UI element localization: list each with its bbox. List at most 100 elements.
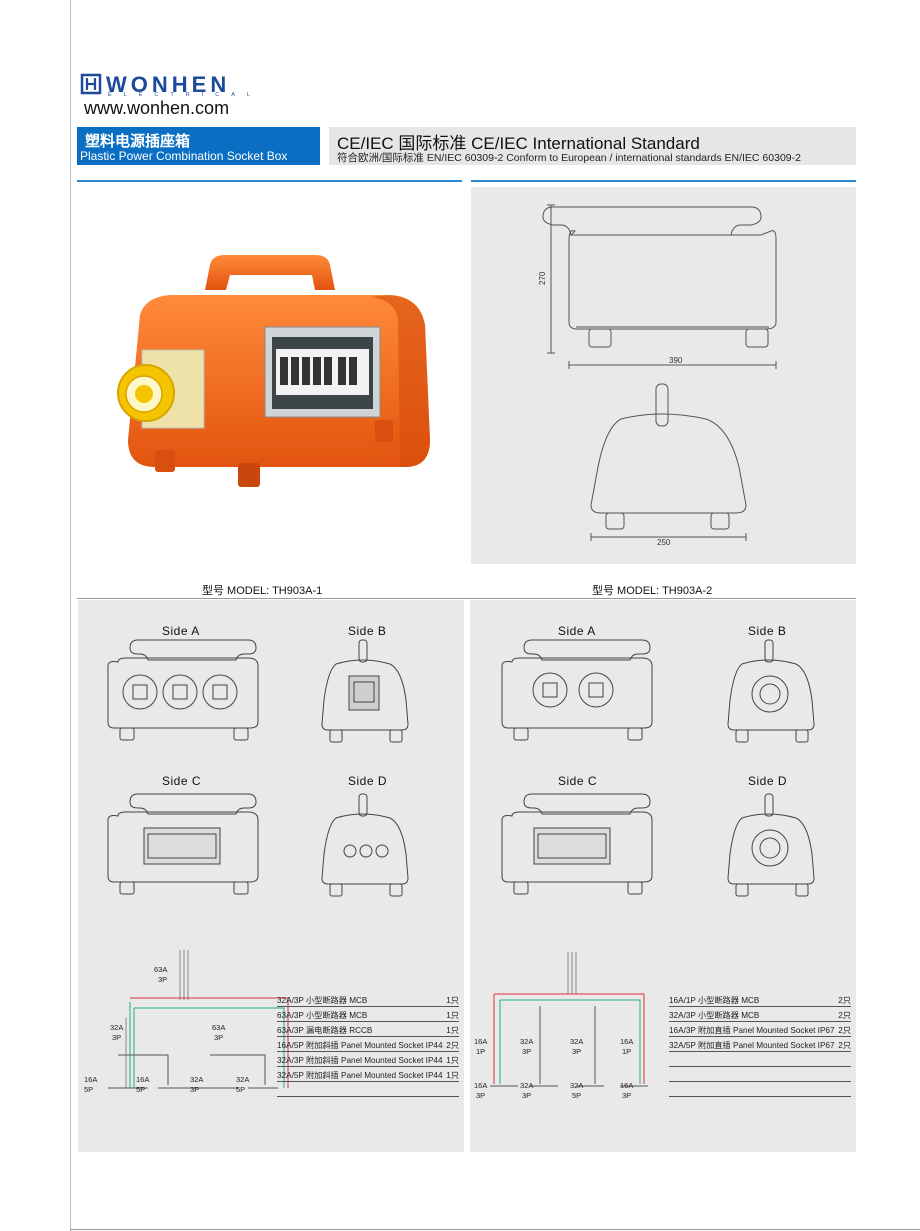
m1-label-3p: 3P [112,1033,121,1042]
m2-label-1p: 1P [622,1047,631,1056]
dim-depth: 250 [657,538,671,547]
side-d-label: Side D [348,774,388,788]
standard-main: CE/IEC 国际标准 CE/IEC International Standar… [337,134,700,153]
m2-label-16a: 16A [620,1081,633,1090]
model-2-spec-table: 16A/1P 小型断路器 MCB 2只 32A/3P 小型断路器 MCB 2只 16… [669,991,851,1103]
brand-logo: WONHEN [80,72,260,98]
spec-name: 16A/1P 小型断路器 MCB [669,996,760,1005]
spec-qty: 1只 [446,1071,459,1080]
m2-label-16a: 16A [474,1037,487,1046]
spec-qty: 2只 [446,1041,459,1050]
spec-qty: 2只 [838,996,851,1005]
m2-label-32a: 32A [520,1081,533,1090]
m1-label-3p: 3P [158,975,167,984]
m2-label-3p: 3P [622,1091,631,1100]
m2-label-32a: 32A [520,1037,533,1046]
dim-height: 270 [538,271,547,285]
side-a-label: Side A [162,624,200,638]
m2-label-3p: 3P [522,1091,531,1100]
product-photo [100,245,440,495]
m1-label-32a: 32A [190,1075,203,1084]
m1-label-16a: 16A [84,1075,97,1084]
page-bottom-rule [70,1229,920,1230]
spec-qty: 1只 [446,1026,459,1035]
side-b-label: Side B [348,624,387,638]
m2-label-3p: 3P [572,1047,581,1056]
spec-qty: 1只 [446,1011,459,1020]
m1-label-5p: 5P [136,1085,145,1094]
spec-name: 63A/3P 小型断路器 MCB [277,1011,368,1020]
dimension-drawing-panel: 270 390 250 [471,187,856,564]
spec-row [669,1066,851,1082]
spec-qty: 2只 [838,1041,851,1050]
m2-label-32a: 32A [570,1037,583,1046]
spec-row [669,1051,851,1067]
section-divider [77,180,462,182]
spec-name: 32A/3P 小型断路器 MCB [277,996,368,1005]
m1-label-32a: 32A [110,1023,123,1032]
spec-row [669,1081,851,1097]
logo-wordmark: WONHEN [106,72,230,97]
m2-label-3p: 3P [522,1047,531,1056]
m1-label-63a: 63A [212,1023,225,1032]
spec-name: 16A/5P 附加斜插 Panel Mounted Socket IP44 [277,1041,443,1050]
side-b-label: Side B [748,624,787,638]
m2-label-16a: 16A [474,1081,487,1090]
spec-qty: 2只 [838,1026,851,1035]
m2-label-3p: 3P [476,1091,485,1100]
standard-sub: 符合欧洲/国际标准 EN/IEC 60309-2 Conform to Euro… [337,152,801,164]
spec-name: 32A/3P 附加斜插 Panel Mounted Socket IP44 [277,1056,443,1065]
model-1-panel: Side A Side B Side C Side D [78,600,464,1152]
title-cn: 塑料电源插座箱 [85,133,191,150]
spec-row: 63A/3P 小型断路器 MCB 1只 [277,1006,459,1022]
m2-label-16a: 16A [620,1037,633,1046]
spec-name: 16A/3P 附加直插 Panel Mounted Socket IP67 [669,1026,835,1035]
m1-label-3p: 3P [190,1085,199,1094]
m2-label-32a: 32A [570,1081,583,1090]
standard-box: CE/IEC 国际标准 CE/IEC International Standar… [329,127,856,165]
logo-mark-icon: WONHEN [80,72,230,97]
spec-row: 32A/3P 小型断路器 MCB 1只 [277,991,459,1007]
spec-qty: 1只 [446,996,459,1005]
m2-label-1p: 1P [476,1047,485,1056]
title-en: Plastic Power Combination Socket Box [80,149,288,163]
page-left-rule [70,0,71,1231]
spec-name: 32A/3P 小型断路器 MCB [669,1011,760,1020]
spec-row: 16A/1P 小型断路器 MCB 2只 [669,991,851,1007]
dim-width: 390 [669,356,683,365]
m1-label-3p: 3P [214,1033,223,1042]
spec-row [277,1081,459,1097]
spec-qty: 1只 [446,1056,459,1065]
logo-subtitle: ELECTRICAL [108,92,262,98]
spec-name: 63A/3P 漏电断路器 RCCB [277,1026,373,1035]
m2-label-5p: 5P [572,1091,581,1100]
section-divider [471,180,856,182]
m1-label-32a: 32A [236,1075,249,1084]
title-box: 塑料电源插座箱 Plastic Power Combination Socket… [77,127,320,165]
m1-label-63a: 63A [154,965,167,974]
side-a-label: Side A [558,624,596,638]
spec-qty: 2只 [838,1011,851,1020]
spec-row: 63A/3P 漏电断路器 RCCB 1只 [277,1021,459,1037]
spec-name: 32A/5P 附加斜插 Panel Mounted Socket IP44 [277,1071,443,1080]
m1-label-16a: 16A [136,1075,149,1084]
spec-row: 32A/3P 小型断路器 MCB 2只 [669,1006,851,1022]
model-label-1: 型号 MODEL: TH903A-1 [202,585,323,597]
model-label-2: 型号 MODEL: TH903A-2 [592,585,713,597]
side-c-label: Side C [162,774,202,788]
website-url[interactable]: www.wonhen.com [84,98,230,118]
side-c-label: Side C [558,774,598,788]
side-d-label: Side D [748,774,788,788]
m1-label-5p: 5P [84,1085,93,1094]
model-2-panel: Side A Side B Side C Side D [470,600,856,1152]
model-divider [77,598,856,599]
m1-label-5p: 5P [236,1085,245,1094]
model-1-spec-table: 32A/3P 小型断路器 MCB 1只 63A/3P 小型断路器 MCB 1只 63… [277,991,459,1103]
